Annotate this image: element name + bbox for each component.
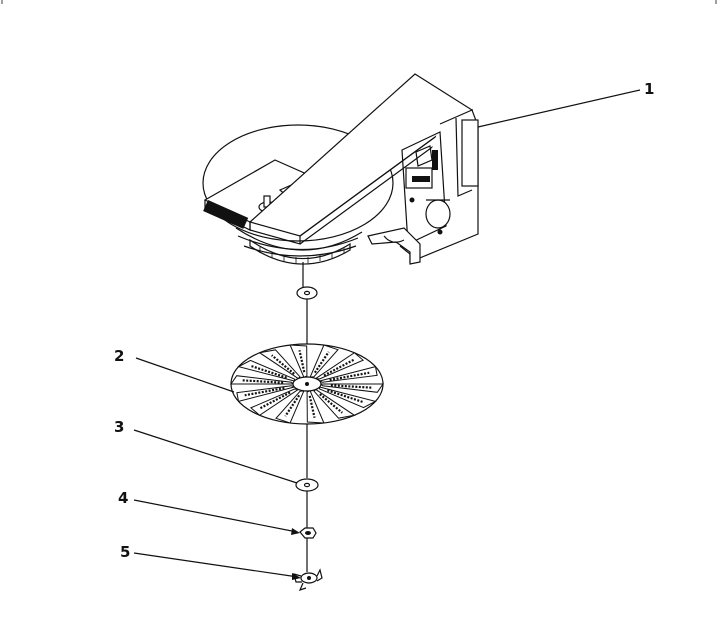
- part-3-washer: [295, 478, 319, 492]
- callout-3: 3: [114, 418, 124, 436]
- callout-5: 5: [120, 543, 130, 561]
- housing-bottom-ring: [249, 238, 351, 265]
- part-2-fan-blade: [230, 343, 384, 425]
- leader-lines: [133, 89, 641, 580]
- fan-blade-rib: [284, 394, 301, 417]
- part-1-motor-housing-assembly: [202, 73, 479, 288]
- fan-blade-rib: [271, 354, 295, 375]
- fan-blade-vane: [319, 383, 384, 393]
- fan-blade-vane: [230, 375, 295, 385]
- part-5-wing-nut: [293, 568, 323, 591]
- fan-blade-vane: [289, 344, 308, 378]
- leader-line-2: [135, 357, 235, 393]
- callout-1: 1: [644, 80, 654, 98]
- corner-marks: [1, 0, 717, 4]
- fan-blade-rib: [250, 364, 287, 379]
- leader-line-3: [133, 429, 298, 484]
- leader-line-4: [133, 499, 298, 533]
- callout-4: 4: [118, 489, 128, 507]
- leader-line-1: [477, 89, 641, 128]
- fan-blade-rib: [327, 389, 364, 404]
- motor-mount-bracket: [367, 109, 479, 265]
- fan-blade-rib: [313, 351, 330, 374]
- fan-blade-rib: [308, 395, 316, 419]
- callout-2: 2: [114, 347, 124, 365]
- leader-line-5: [133, 552, 299, 578]
- upper-washer: [296, 286, 318, 300]
- fan-blade-rib: [319, 393, 343, 414]
- fan-blade-rib: [298, 349, 306, 373]
- fan-blade-vane: [306, 390, 325, 424]
- part-4-nut: [299, 527, 317, 539]
